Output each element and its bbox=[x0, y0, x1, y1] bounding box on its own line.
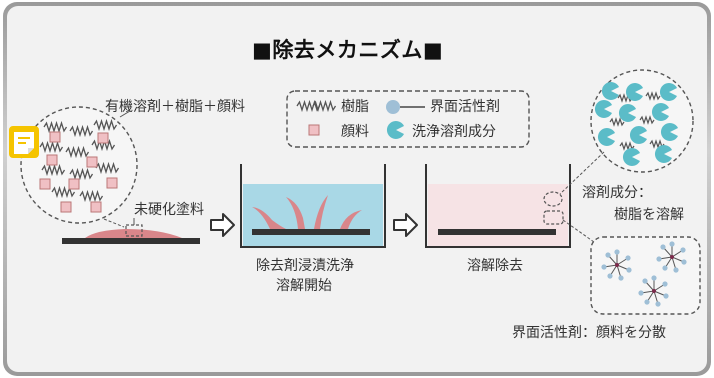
bath-pink bbox=[428, 184, 568, 246]
page-title: ■除去メカニズム■ bbox=[252, 38, 444, 62]
substrate-plate bbox=[62, 238, 200, 244]
legend-pigment-label: 顔料 bbox=[341, 124, 369, 140]
step3-label: 溶解除去 bbox=[467, 258, 523, 274]
legend-surfactant-label: 界面活性剤 bbox=[430, 99, 500, 115]
dissolving-paint bbox=[252, 195, 362, 229]
uncured-paint bbox=[85, 229, 182, 238]
pigment-legend-icon bbox=[308, 124, 320, 136]
right-arrow-icon bbox=[393, 213, 418, 237]
legend-box bbox=[286, 90, 530, 148]
mixture-circle bbox=[20, 106, 138, 224]
mixture-label: 有機溶剤＋樹脂＋顔料 bbox=[105, 99, 245, 115]
surfactant-role-label: 界面活性剤：顔料を分散 bbox=[512, 325, 666, 341]
uncured-paint-label: 未硬化塗料 bbox=[134, 202, 204, 218]
step2-label-line1: 除去剤浸漬洗浄 bbox=[256, 258, 354, 274]
step2-label-line2: 溶解開始 bbox=[276, 278, 332, 294]
note-icon bbox=[9, 126, 39, 158]
solvent-role-line1: 溶剤成分： bbox=[582, 185, 652, 201]
legend-resin-label: 樹脂 bbox=[341, 99, 369, 115]
solvent-component-legend-icon bbox=[386, 121, 404, 139]
solvent-role-line2: 樹脂を溶解 bbox=[614, 207, 684, 223]
legend-solvent-label: 洗浄溶剤成分 bbox=[412, 124, 496, 140]
surfactant-legend-icon bbox=[386, 100, 425, 114]
right-arrow-icon bbox=[210, 213, 235, 237]
